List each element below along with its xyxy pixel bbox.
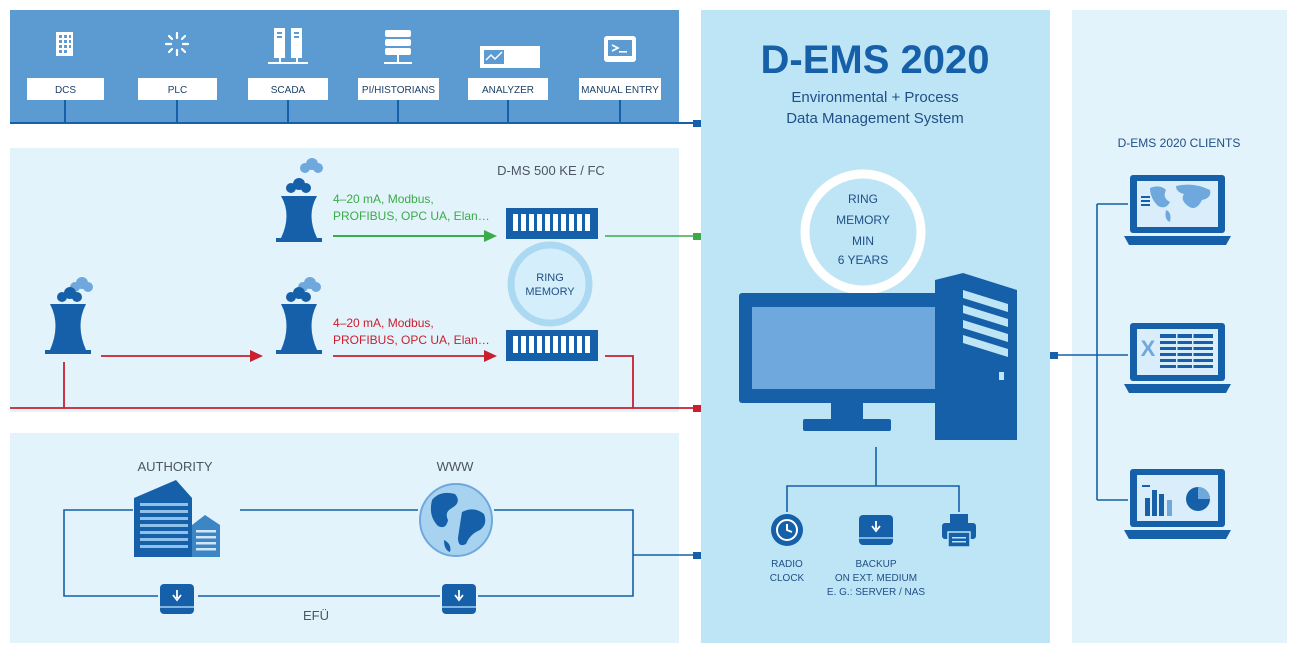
svg-text:MIN: MIN xyxy=(852,234,874,248)
svg-text:PROFIBUS, OPC UA, Elan…: PROFIBUS, OPC UA, Elan… xyxy=(333,333,490,347)
clients-bus xyxy=(1058,203,1128,501)
reporting-loop xyxy=(63,509,697,597)
desktop-computer-icon xyxy=(739,273,1017,440)
terminal-icon xyxy=(604,36,636,62)
power-plant-icon-left xyxy=(45,277,93,354)
protocol-label-green: 4–20 mA, Modbus, PROFIBUS, OPC UA, Elan… xyxy=(333,192,490,223)
source-label-scada: SCADA xyxy=(271,85,306,96)
backup-drive-icon xyxy=(859,515,893,545)
laptop-map-icon xyxy=(1124,175,1231,245)
reporting-connector xyxy=(693,552,701,559)
drive-icon-left xyxy=(160,584,194,614)
svg-text:4–20 mA, Modbus,: 4–20 mA, Modbus, xyxy=(333,316,434,330)
source-label-manual-entry: MANUAL ENTRY xyxy=(581,85,659,96)
svg-text:PROFIBUS, OPC UA, Elan…: PROFIBUS, OPC UA, Elan… xyxy=(333,209,490,223)
source-dcs[interactable]: DCS xyxy=(27,32,104,100)
printer-icon xyxy=(942,514,976,548)
svg-text:MEMORY: MEMORY xyxy=(525,286,575,298)
svg-text:ON EXT. MEDIUM: ON EXT. MEDIUM xyxy=(835,573,917,584)
svg-text:CLOCK: CLOCK xyxy=(770,573,805,584)
peripheral-tree xyxy=(786,447,960,512)
ring-memory-small: RING MEMORY xyxy=(507,241,593,327)
spinner-icon xyxy=(164,31,190,57)
source-label-dcs: DCS xyxy=(55,85,76,96)
source-historians[interactable]: PI/HISTORIANS xyxy=(358,30,439,100)
sources-bus xyxy=(10,100,697,124)
red-arrowhead-2 xyxy=(484,350,497,362)
source-label-plc: PLC xyxy=(168,85,187,96)
dms-title: D-MS 500 KE / FC xyxy=(497,163,605,178)
analyzer-icon xyxy=(480,46,540,68)
sources-band xyxy=(10,10,679,123)
cabinet-icon xyxy=(56,32,73,56)
sources-connector xyxy=(693,120,701,127)
clients-connector xyxy=(1050,352,1058,359)
power-plant-icon-top xyxy=(276,158,323,242)
product-subtitle-line2: Data Management System xyxy=(786,110,964,127)
protocol-label-red: 4–20 mA, Modbus, PROFIBUS, OPC UA, Elan… xyxy=(333,316,490,347)
svg-text:MEMORY: MEMORY xyxy=(836,213,890,227)
backup-medium: BACKUP ON EXT. MEDIUM E. G.: SERVER / NA… xyxy=(827,515,926,598)
data-logger-top xyxy=(506,208,598,239)
server-rack-icon xyxy=(268,28,308,64)
svg-text:BACKUP: BACKUP xyxy=(855,559,896,570)
reporting-panel xyxy=(10,433,679,643)
product-title: D-EMS 2020 xyxy=(761,38,990,82)
efu-label: EFÜ xyxy=(303,608,329,623)
product-subtitle-line1: Environmental + Process xyxy=(791,89,958,106)
laptop-spreadsheet-icon: X xyxy=(1124,323,1231,393)
clients-title: D-EMS 2020 CLIENTS xyxy=(1118,136,1241,150)
svg-text:E. G.: SERVER / NAS: E. G.: SERVER / NAS xyxy=(827,587,926,598)
laptop-charts-icon xyxy=(1124,469,1231,539)
source-label-historians: PI/HISTORIANS xyxy=(362,85,435,96)
red-arrowhead-1 xyxy=(250,350,263,362)
svg-text:RING: RING xyxy=(848,192,878,206)
data-logger-bottom xyxy=(506,330,598,361)
source-scada[interactable]: SCADA xyxy=(248,28,328,100)
database-stack-icon xyxy=(384,30,412,64)
drive-icon-right xyxy=(442,584,476,614)
red-signal-lines xyxy=(10,355,697,409)
building-icon xyxy=(134,480,220,557)
globe-icon xyxy=(419,483,493,557)
svg-text:4–20 mA, Modbus,: 4–20 mA, Modbus, xyxy=(333,192,434,206)
svg-text:X: X xyxy=(1141,336,1156,361)
green-connector xyxy=(693,233,701,240)
ring-memory-large: RING MEMORY MIN 6 YEARS xyxy=(800,169,926,295)
clock-icon xyxy=(771,514,803,546)
svg-text:RING: RING xyxy=(536,272,564,284)
source-plc[interactable]: PLC xyxy=(138,31,217,100)
red-connector xyxy=(693,405,701,412)
radio-clock: RADIO CLOCK xyxy=(770,514,805,584)
source-manual-entry[interactable]: MANUAL ENTRY xyxy=(579,36,661,100)
www-label: WWW xyxy=(437,459,475,474)
source-label-analyzer: ANALYZER xyxy=(482,85,534,96)
power-plant-icon-middle xyxy=(276,277,322,354)
authority-label: AUTHORITY xyxy=(137,459,212,474)
svg-text:6 YEARS: 6 YEARS xyxy=(838,253,888,267)
source-analyzer[interactable]: ANALYZER xyxy=(468,46,548,100)
green-signal-arrow xyxy=(333,230,497,242)
svg-text:RADIO: RADIO xyxy=(771,559,803,570)
